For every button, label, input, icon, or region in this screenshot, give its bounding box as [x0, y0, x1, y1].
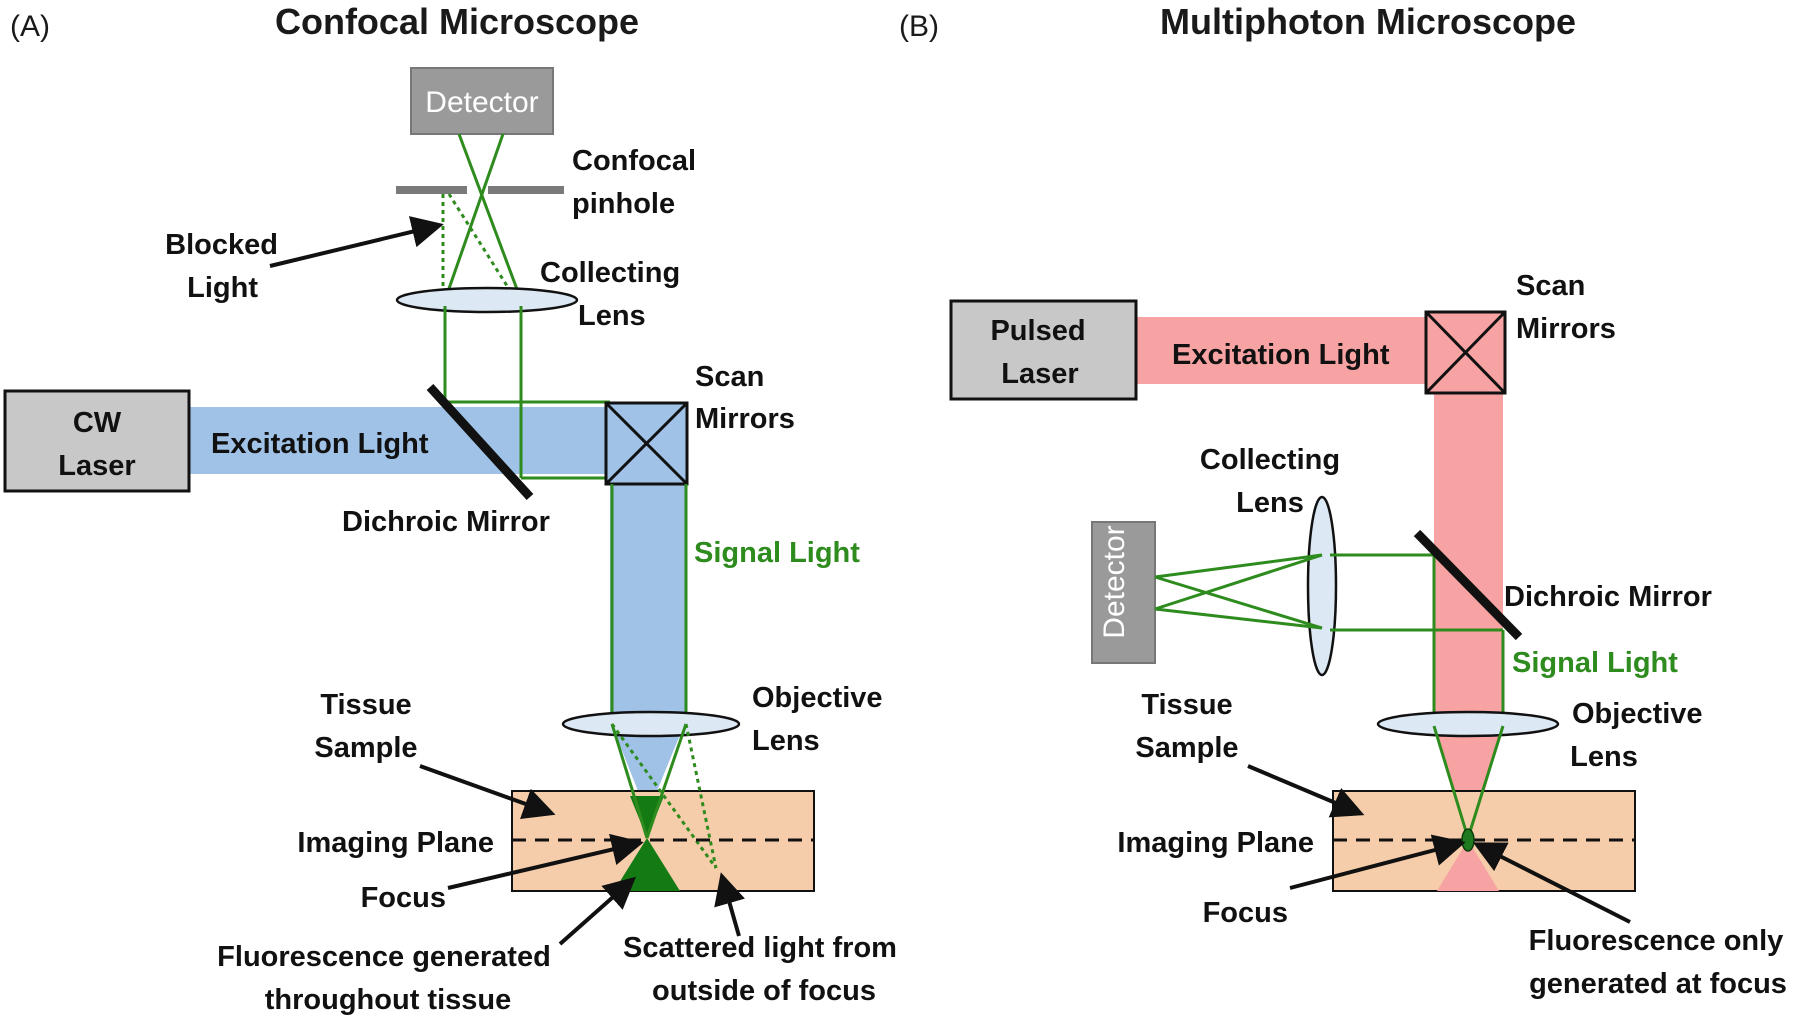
blocked-label-line1: Blocked — [165, 229, 278, 261]
scattered-label-line2: outside of focus — [652, 975, 876, 1007]
excitation-beam-a — [188, 407, 608, 474]
pinhole-label-line2: pinhole — [572, 188, 675, 220]
panel-a-tag: (A) — [10, 10, 50, 43]
fluorescence-label-line1: Fluorescence generated — [217, 941, 551, 973]
focus-spot-b — [1461, 828, 1475, 852]
tissue-label-line2: Sample — [314, 732, 417, 764]
signal-label-a: Signal Light — [694, 537, 860, 569]
detector-label-a: Detector — [425, 86, 538, 119]
fluorescence-label-line2: throughout tissue — [265, 984, 511, 1016]
objective-b-label-line1: Objective — [1572, 698, 1703, 730]
excitation-label-b: Excitation Light — [1172, 339, 1390, 371]
pinhole-label-line1: Confocal — [572, 145, 696, 177]
panel-b-tag: (B) — [899, 10, 939, 43]
focus-arrow-b — [1289, 834, 1466, 890]
laser-box-b — [949, 299, 1138, 401]
cone-edge-b2 — [1466, 725, 1505, 839]
detector-box-b — [1091, 521, 1156, 664]
objective-label-line2: Lens — [752, 725, 820, 757]
tissue-b-label-line1: Tissue — [1141, 689, 1232, 721]
fluorescence-b-label-line1: Fluorescence only — [1529, 925, 1784, 957]
objective-label-line1: Objective — [752, 682, 883, 714]
scattered-arrow-a — [714, 872, 745, 937]
signal-ray-b3 — [1154, 575, 1323, 630]
tissue-b-label-line2: Sample — [1135, 732, 1238, 764]
detector-label-b: Detector — [1098, 525, 1131, 638]
focus-label-b: Focus — [1203, 897, 1288, 929]
fluorescence-b-label-line2: generated at focus — [1529, 968, 1787, 1000]
collecting-b-label-line1: Collecting — [1200, 444, 1340, 476]
dichroic-label-b: Dichroic Mirror — [1504, 581, 1712, 613]
objective-b-label-line2: Lens — [1570, 741, 1638, 773]
dichroic-label-a: Dichroic Mirror — [342, 506, 550, 538]
scan-label-line2: Mirrors — [695, 403, 795, 435]
fluorescence-arrow-b — [1472, 842, 1631, 924]
scan-b-label-line1: Scan — [1516, 270, 1585, 302]
signal-ray-a1 — [443, 133, 505, 301]
signal-ray-a2 — [457, 133, 523, 301]
cone-edge-a1 — [610, 723, 649, 839]
imaging-plane-label-b: Imaging Plane — [1117, 827, 1314, 859]
tissue-arrow-a — [419, 764, 556, 819]
fluorescence-arrow-a — [558, 876, 636, 946]
blocked-ray-a2 — [447, 193, 518, 301]
dichroic-mirror-a — [426, 383, 534, 501]
tissue-arrow-b — [1247, 764, 1365, 818]
panel-a-title: Confocal Microscope — [275, 1, 639, 42]
focus-label-a: Focus — [361, 882, 446, 914]
imaging-plane-label-a: Imaging Plane — [297, 827, 494, 859]
dichroic-mirror-b — [1413, 529, 1523, 641]
laser-label-line1: CW — [73, 407, 122, 439]
excitation-label-a: Excitation Light — [211, 428, 429, 460]
collecting-lens-a — [395, 286, 579, 314]
blocked-arrow — [269, 216, 444, 268]
objective-lens-a — [561, 710, 741, 738]
signal-ray-b1 — [1154, 553, 1323, 579]
scan-x-b2 — [1424, 310, 1507, 395]
scan-x-a2 — [604, 401, 689, 486]
focus-arrow-a — [447, 833, 644, 890]
laser-label-line2: Laser — [58, 450, 135, 482]
collecting-lens-b — [1306, 495, 1338, 677]
scatter-ray-a2 — [684, 723, 718, 869]
cone-edge-a2 — [645, 723, 688, 839]
panel-a: (A) Confocal Microscope Detector Confoca… — [3, 1, 897, 1016]
pulsed-label-line2: Laser — [1001, 358, 1078, 390]
laser-box-a — [3, 389, 191, 493]
collecting-b-label-line2: Lens — [1236, 487, 1304, 519]
excitation-cone-b — [1434, 726, 1503, 836]
excitation-beam-b — [1136, 317, 1426, 384]
signal-label-b: Signal Light — [1512, 647, 1678, 679]
scan-b-label-line2: Mirrors — [1516, 313, 1616, 345]
scatter-ray-a1 — [610, 723, 718, 869]
tissue-label-line1: Tissue — [320, 689, 411, 721]
pulsed-label-line1: Pulsed — [990, 315, 1085, 347]
scattered-label-line1: Scattered light from — [623, 932, 897, 964]
objective-lens-b — [1376, 710, 1560, 738]
excitation-cone-a — [610, 720, 686, 796]
signal-ray-b4 — [1154, 553, 1323, 611]
signal-ray-b2 — [1154, 607, 1323, 630]
panel-b: (B) Multiphoton Microscope Pulsed Laser … — [899, 1, 1787, 1000]
collecting-label-line1: Collecting — [540, 257, 680, 289]
scan-label-line1: Scan — [695, 361, 764, 393]
cone-edge-b1 — [1432, 725, 1470, 839]
excitation-spread-b — [1437, 840, 1499, 891]
panel-b-title: Multiphoton Microscope — [1160, 1, 1576, 42]
collecting-label-line2: Lens — [578, 300, 646, 332]
excitation-beam-vertical-a — [610, 483, 686, 716]
detector-box-a — [410, 67, 554, 135]
blocked-label-line2: Light — [187, 272, 258, 304]
